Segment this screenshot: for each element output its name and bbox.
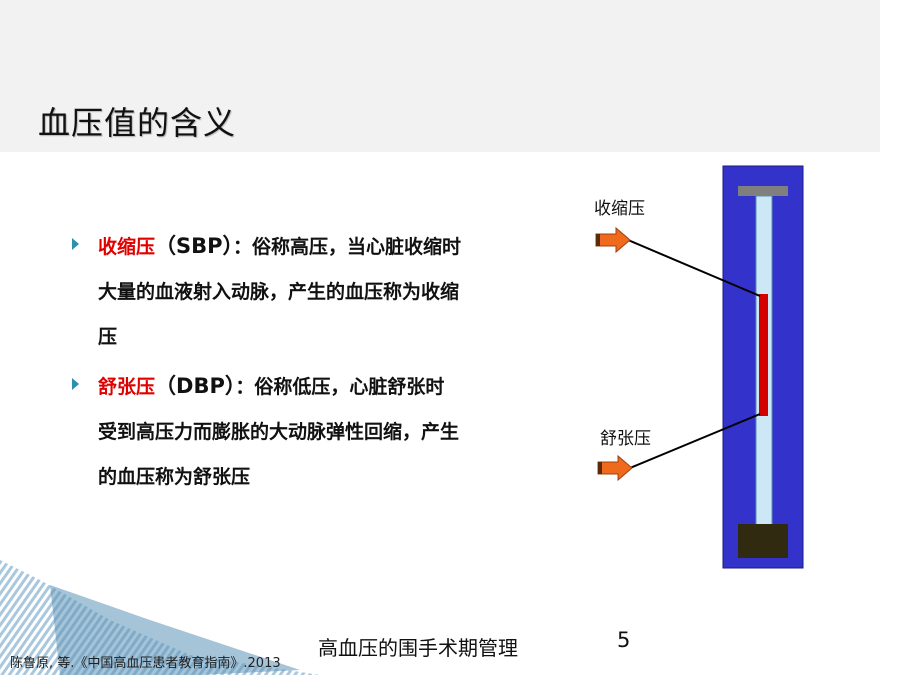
decorative-stripes xyxy=(0,560,320,675)
mercury-column xyxy=(759,294,768,416)
systolic-line-2: 大量的血液射入动脉，产生的血压称为收缩 xyxy=(98,281,460,303)
slide-title: 血压值的含义 xyxy=(38,104,237,142)
term-diastolic: 舒张压 xyxy=(98,376,156,398)
bullet-arrow-icon xyxy=(72,238,79,250)
bullet-diastolic-text: 舒张压（DBP）：俗称低压，心脏舒张时 受到高压力而膨胀的大动脉弹性回缩，产生 … xyxy=(98,364,532,500)
footer-title: 高血压的围手术期管理 xyxy=(318,636,518,660)
manometer-svg xyxy=(595,165,804,569)
title-band xyxy=(0,0,880,152)
label-systolic: 收缩压 xyxy=(594,199,645,219)
abbr-dbp: （DBP） xyxy=(155,374,236,398)
systolic-line-3: 压 xyxy=(98,326,118,348)
label-diastolic: 舒张压 xyxy=(600,429,651,449)
pointer-line-diastolic xyxy=(629,413,761,469)
citation: 陈鲁原, 等.《中国高血压患者教育指南》.2013 xyxy=(10,656,281,671)
pointer-line-systolic xyxy=(627,239,761,297)
bullet-diastolic: 舒张压（DBP）：俗称低压，心脏舒张时 受到高压力而膨胀的大动脉弹性回缩，产生 … xyxy=(72,364,532,500)
manometer-cap xyxy=(738,186,788,196)
diastolic-line-1: ：俗称低压，心脏舒张时 xyxy=(235,376,445,398)
bullet-systolic: 收缩压（SBP）：俗称高压，当心脏收缩时 大量的血液射入动脉，产生的血压称为收缩… xyxy=(72,224,532,360)
term-systolic: 收缩压 xyxy=(98,236,156,258)
sphygmomanometer-diagram: 收缩压 舒张压 xyxy=(590,160,820,580)
diastolic-line-3: 的血压称为舒张压 xyxy=(98,466,251,488)
bullet-systolic-text: 收缩压（SBP）：俗称高压，当心脏收缩时 大量的血液射入动脉，产生的血压称为收缩… xyxy=(98,224,532,360)
bullet-arrow-icon xyxy=(72,378,79,390)
arrow-systolic-icon xyxy=(595,226,631,254)
arrow-diastolic-icon xyxy=(597,454,633,482)
page-number: 5 xyxy=(617,628,631,652)
abbr-sbp: （SBP） xyxy=(155,234,234,258)
systolic-line-1: ：俗称高压，当心脏收缩时 xyxy=(233,236,462,258)
mercury-reservoir xyxy=(738,524,788,558)
diastolic-line-2: 受到高压力而膨胀的大动脉弹性回缩，产生 xyxy=(98,421,460,443)
